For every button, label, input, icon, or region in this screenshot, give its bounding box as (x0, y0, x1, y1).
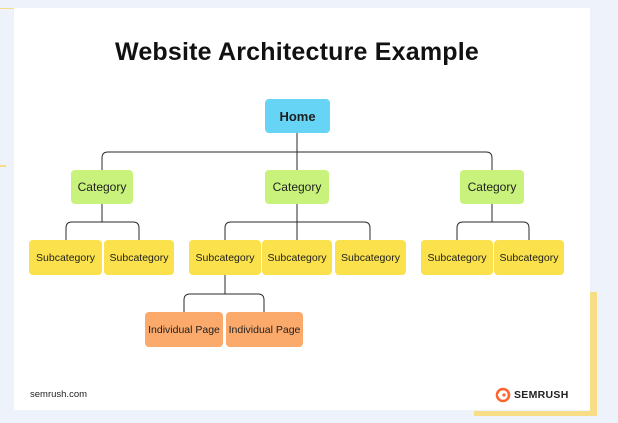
node-subcategory: Subcategory (104, 240, 174, 275)
node-label: Category (467, 180, 517, 194)
node-subcategory: Subcategory (29, 240, 102, 275)
semrush-logo: SEMRUSH (495, 387, 569, 403)
background-accent (0, 165, 6, 167)
connector-home-categories (101, 133, 493, 170)
semrush-flame-icon (495, 387, 511, 403)
connector-category-3 (456, 204, 530, 240)
node-label: Subcategory (195, 251, 255, 264)
node-subcategory: Subcategory (421, 240, 493, 275)
node-subcategory: Subcategory (189, 240, 261, 275)
node-label: Subcategory (499, 251, 559, 264)
node-subcategory: Subcategory (262, 240, 332, 275)
diagram-title: Website Architecture Example (114, 38, 480, 66)
connector-category-2 (224, 204, 371, 240)
node-label: Subcategory (109, 251, 169, 264)
source-url: semrush.com (30, 389, 88, 400)
node-label: Subcategory (36, 251, 95, 264)
node-label: Individual Page (228, 323, 301, 336)
node-label: Home (279, 108, 316, 124)
node-category: Category (71, 170, 133, 204)
node-category: Category (265, 170, 329, 204)
connector-subcategory-pages (183, 275, 265, 312)
node-label: Category (77, 180, 127, 194)
node-label: Subcategory (427, 251, 487, 264)
node-individual-page: Individual Page (145, 312, 223, 347)
node-individual-page: Individual Page (226, 312, 303, 347)
connector-category-1 (65, 204, 140, 240)
background-accent (590, 292, 597, 416)
node-label: Subcategory (341, 251, 400, 264)
node-subcategory: Subcategory (494, 240, 564, 275)
node-subcategory: Subcategory (335, 240, 406, 275)
background-accent (474, 411, 597, 416)
node-home: Home (265, 99, 330, 133)
node-label: Category (272, 180, 322, 194)
node-category: Category (460, 170, 524, 204)
brand-name: SEMRUSH (514, 389, 569, 401)
node-label: Individual Page (148, 323, 220, 336)
node-label: Subcategory (267, 251, 327, 264)
